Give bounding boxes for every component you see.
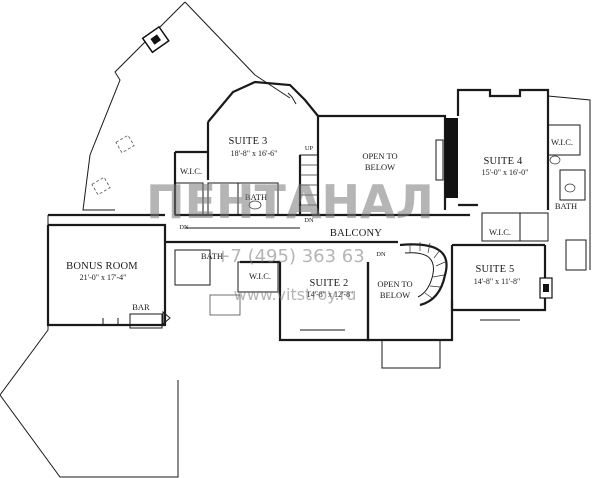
wic-label-suite4: W.I.C. [489, 227, 511, 237]
bath-label-left: BATH [201, 251, 223, 261]
roof-outline [82, 1, 291, 211]
suite-5-walls [450, 243, 553, 321]
suite-3-dimensions: 18'-8" x 16'-6" [231, 149, 278, 158]
open-to-below-bottom-line2: BELOW [380, 290, 410, 300]
suite-4-dimensions: 15'-0" x 16'-0" [482, 168, 529, 177]
bonus-room-label: BONUS ROOM [66, 261, 138, 272]
down-label-curved: DN [376, 251, 386, 258]
suite-2-dimensions: 14'-8" x 12'-8" [307, 290, 354, 299]
wic-right [481, 212, 549, 242]
suite-4-label: SUITE 4 [483, 156, 523, 167]
down-label-stair: DN [304, 217, 314, 224]
watermark-brand: ПЕНТАНАЛ [146, 175, 434, 229]
bath-label-suite3: BATH [245, 192, 267, 202]
watermark-phone: +7 (495) 363 63 [215, 246, 364, 267]
stair-left [299, 154, 319, 216]
suite-5-label: SUITE 5 [475, 264, 514, 275]
chimney-icon [141, 25, 170, 54]
curved-stair [399, 242, 448, 307]
bonus-room-walls [46, 213, 171, 329]
bonus-room-dimensions: 21'-0" x 17'-4" [80, 273, 127, 282]
balcony-label: BALCONY [330, 228, 382, 239]
open-to-below-bottom-line1: OPEN TO [377, 279, 412, 289]
suite-3-label: SUITE 3 [228, 136, 267, 147]
down-label-left: DN [179, 224, 189, 231]
bath-label-suite4: BATH [555, 201, 577, 211]
open-below-bottom [366, 262, 454, 369]
up-label-stair: UP [305, 145, 314, 152]
lower-roof-outline [0, 215, 179, 478]
watermark-site: www.vitstroy.ru [234, 285, 357, 304]
suite-3-closets [174, 182, 279, 216]
suite-5-dimensions: 14'-8" x 11'-8" [474, 277, 520, 286]
open-to-below-top-line1: OPEN TO [362, 151, 397, 161]
suite-2-label: SUITE 2 [309, 278, 348, 289]
left-bath-block [174, 249, 279, 316]
bar-label: BAR [132, 302, 150, 312]
wic-label-suite4-closet: W.I.C. [551, 137, 573, 147]
wic-label-suite2: W.I.C. [249, 271, 271, 281]
open-to-below-top-line2: BELOW [365, 162, 395, 172]
wic-label-suite3: W.I.C. [180, 166, 202, 176]
skylight-icons [91, 134, 135, 196]
suite-4-walls [456, 88, 591, 271]
